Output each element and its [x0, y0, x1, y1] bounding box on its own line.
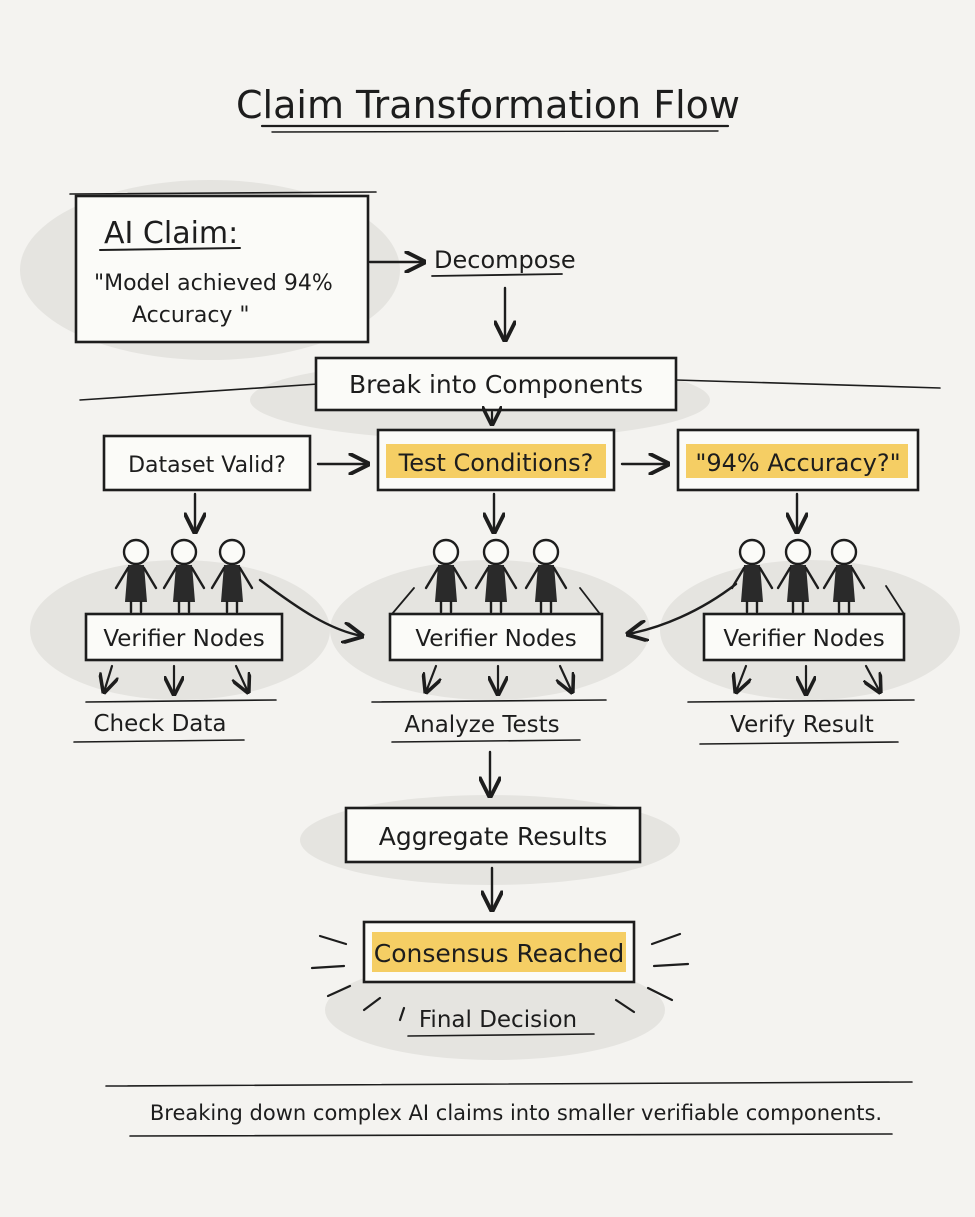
decompose-label: Decompose — [434, 246, 576, 274]
footer-line-top — [105, 1081, 913, 1087]
claim-box-sketch — [69, 191, 377, 195]
verifier-box-left — [84, 612, 284, 662]
burst-line — [318, 934, 348, 946]
highlight-middle — [386, 444, 606, 478]
verifier-group-middle: Verifier Nodes Analyze Tests — [371, 538, 607, 743]
break-components-label: Break into Components — [349, 370, 643, 399]
verifier-box-middle — [388, 612, 604, 662]
left-outcome-line-top — [85, 699, 277, 703]
footer-caption: Breaking down complex AI claims into sma… — [150, 1101, 882, 1125]
aggregate-box — [344, 806, 642, 864]
claim-text-line1: "Model achieved 94% — [94, 271, 333, 296]
middle-bracket — [391, 587, 601, 615]
burst-line — [398, 1006, 406, 1022]
final-underline — [407, 1033, 595, 1037]
arrow-left-to-middle-verifier — [258, 578, 362, 636]
right-bracket — [885, 585, 905, 615]
claim-text-line2: Accuracy " — [132, 303, 250, 328]
shade-final — [325, 960, 665, 1060]
highlight-consensus — [372, 932, 626, 972]
arrow-middle-out-1 — [426, 664, 436, 692]
title-underline-2 — [271, 130, 719, 133]
middle-outcome-line-bottom — [391, 739, 581, 743]
verifier-box-right — [702, 612, 906, 662]
consensus-label: Consensus Reached — [374, 939, 624, 968]
arrow-right-out-1 — [736, 664, 746, 692]
burst-line — [646, 986, 674, 1002]
component-box-left — [102, 434, 312, 492]
middle-outcome-line-top — [371, 699, 607, 703]
burst-line — [310, 964, 346, 970]
outcome-middle-label: Analyze Tests — [404, 712, 559, 738]
verifier-group-left: Verifier Nodes Check Data — [73, 538, 284, 743]
burst-line — [652, 962, 690, 968]
verifier-group-right: Verifier Nodes Verify Result — [687, 538, 915, 745]
arrow-right-out-3 — [866, 664, 880, 692]
verifier-label-right: Verifier Nodes — [723, 626, 884, 652]
verifier-label-left: Verifier Nodes — [103, 626, 264, 652]
right-outcome-line-top — [687, 699, 915, 703]
claim-heading: AI Claim: — [104, 216, 238, 251]
footer-line-bottom — [129, 1133, 893, 1137]
burst-line — [362, 996, 382, 1012]
right-outcome-line-bottom — [699, 741, 899, 745]
burst-line — [650, 932, 682, 946]
ai-claim-box — [74, 194, 370, 344]
burst-line — [614, 998, 636, 1014]
page-title: Claim Transformation Flow — [236, 83, 740, 127]
arrow-right-to-middle-verifier — [628, 582, 738, 634]
break-line-left — [79, 383, 319, 401]
final-decision-label: Final Decision — [419, 1007, 577, 1033]
component-right-label: "94% Accuracy?" — [695, 449, 900, 477]
decompose-underline — [431, 273, 563, 277]
component-left-label: Dataset Valid? — [128, 453, 286, 478]
arrow-left-out-3 — [236, 664, 248, 692]
break-line-right — [675, 379, 941, 389]
claim-heading-underline — [99, 247, 241, 251]
outcome-right-label: Verify Result — [730, 712, 874, 738]
outcome-left-label: Check Data — [94, 711, 227, 737]
component-middle-label: Test Conditions? — [398, 449, 594, 477]
arrow-middle-out-3 — [560, 664, 572, 692]
verifier-label-middle: Verifier Nodes — [415, 626, 576, 652]
left-outcome-line-bottom — [73, 739, 245, 743]
aggregate-label: Aggregate Results — [379, 822, 608, 851]
arrow-left-out-1 — [104, 664, 112, 692]
burst-line — [326, 984, 352, 998]
consensus-burst — [310, 932, 690, 1022]
highlight-right — [686, 444, 908, 478]
